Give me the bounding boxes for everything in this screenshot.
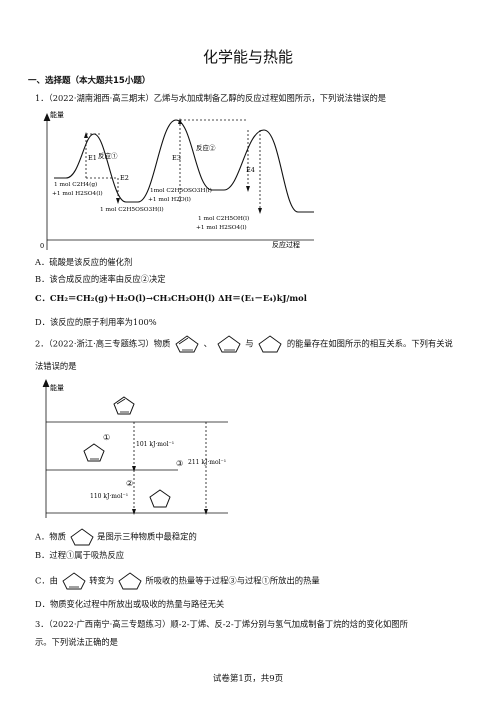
q1-step1-label: 反应① [98,151,118,160]
q1-option-d: D．该反应的原子利用率为100% [35,317,157,327]
q1-y-label: 能量 [50,110,64,119]
q1-state1: 1 mol C2H5OSO3H(l) [100,206,164,213]
q2-option-b: B．过程①属于吸热反应 [35,550,125,560]
q2-option-a: A．物质 是图示三种物质中最稳定的 [35,528,197,546]
q2-value1-label: 101 kJ·mol⁻¹ [136,441,174,448]
q2-option-c-pre: C．由 [35,575,58,586]
q1-state0b: +1 mol H2SO4(l) [52,190,103,197]
q2-value3-label: 211 kJ·mol⁻¹ [188,459,226,466]
q1-e3-label: E3 [172,154,181,162]
q2-process1-label: ① [103,433,110,442]
q2-stem-line2: 法错误的是 [35,361,77,371]
q1-state3a: 1 mol C2H5OH(l) [198,215,249,222]
q2-option-d: D．物质变化过程中所放出或吸收的热量与路径无关 [35,599,225,609]
cyclopentene-icon [62,572,86,590]
q1-state2b: +1 mol H2O(l) [148,196,191,203]
q2-stem-part-d: 的能量存在如图所示的相互关系。下列有关说 [286,338,453,349]
q2-option-c-post: 所吸收的热量等于过程③与过程①所放出的热量 [145,575,320,586]
q2-stem-part-b: 、 [203,338,212,349]
q2-option-c-mid: 转变为 [89,575,115,586]
q1-e1-label: E1 [88,154,97,162]
q2-value2-label: 110 kJ·mol⁻¹ [90,493,128,500]
q1-stem: 1．（2022·湖南湘西·高三期末）乙烯与水加成制备乙醇的反应过程如图所示，下列… [35,93,387,103]
q1-e4-label: E4 [246,166,255,174]
q2-energy-diagram: 能量 ① 101 kJ·mol⁻¹ ② 110 kJ·mol⁻¹ ③ 211 k… [42,378,228,518]
q2-option-a-pre: A．物质 [35,531,66,542]
q1-step2-label: 反应② [196,143,216,152]
q2-y-label: 能量 [50,383,64,392]
cyclopentene-icon [217,335,241,353]
q2-stem-part-a: 2．（2022·浙江·高三专题练习）物质 [35,338,171,349]
page-title: 化学能与热能 [202,48,293,66]
cyclopentadiene-icon [175,335,199,353]
q3-stem-line2: 示。下列说法正确的是 [35,637,118,647]
q2-option-c: C．由 转变为 所吸收的热量等于过程③与过程①所放出的热量 [35,572,320,590]
q2-stem-line1: 2．（2022·浙江·高三专题练习）物质 、 与 的能量存在如图所示的相互关系。… [35,334,453,354]
q1-state0a: 1 mol C2H4(g) [54,181,97,188]
q2-process3-label: ③ [176,459,183,468]
q1-option-c: C．CH₂＝CH₂(g)＋H₂O(l)→CH₃CH₂OH(l) ΔH＝(E₁－E… [35,293,307,303]
q1-e2-label: E2 [120,174,129,182]
page-footer: 试卷第1页，共9页 [212,674,284,684]
q1-state3b: +1 mol H2SO4(l) [196,224,247,231]
q1-option-a: A．硫酸是该反应的催化剂 [35,257,133,267]
q2-process2-label: ② [126,479,133,488]
section-heading: 一、选择题（本大题共15小题） [28,76,151,86]
cyclopentane-icon [69,528,94,546]
q3-stem-line1: 3．（2022·广西南宁·高三专题练习）顺-2-丁烯、反-2-丁烯分别与氢气加成… [35,619,408,629]
q1-state2a: 1mol C2H5OSO3H(l) [150,187,212,194]
q2-option-a-post: 是图示三种物质中最稳定的 [97,531,197,542]
q1-x-label: 反应过程 [272,240,300,249]
q2-stem-part-c: 与 [245,338,254,349]
cyclopentane-icon [258,335,282,353]
q1-energy-diagram: 能量 0 反应过程 E1 E2 E3 E4 反应① 反应② 1 mol C2H4… [40,110,314,250]
q1-option-b: B．该合成反应的速率由反应②决定 [35,274,166,284]
cyclopentane-icon [118,572,142,590]
q1-origin-label: 0 [40,242,44,250]
